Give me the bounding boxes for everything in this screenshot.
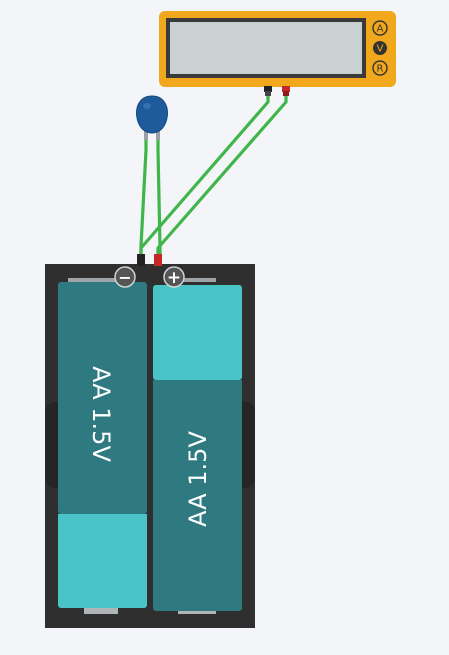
mode-volts-button[interactable]: V	[373, 41, 387, 55]
holder-negative-pin[interactable]	[137, 254, 145, 266]
wires	[139, 96, 288, 256]
ceramic-capacitor[interactable]	[136, 95, 168, 140]
multimeter[interactable]: A V R	[159, 11, 396, 96]
svg-text:A: A	[377, 24, 384, 35]
wire-meter-red[interactable]	[156, 96, 288, 256]
battery-holder[interactable]: AA 1.5V AA 1.5V − +	[45, 254, 255, 628]
svg-text:V: V	[377, 44, 384, 55]
wire-capacitor-left[interactable]	[139, 138, 148, 256]
negative-terminal-symbol: −	[114, 266, 136, 288]
battery-left-label: AA 1.5V	[87, 366, 115, 462]
svg-text:+: +	[167, 268, 181, 288]
mode-ohms-button[interactable]: R	[372, 60, 388, 76]
holder-positive-pin[interactable]	[154, 254, 162, 266]
svg-text:R: R	[377, 64, 384, 75]
mode-amps-button[interactable]: A	[372, 20, 388, 36]
battery-cell-left[interactable]: AA 1.5V	[58, 282, 147, 608]
multimeter-red-terminal[interactable]	[282, 86, 290, 96]
svg-text:−: −	[118, 268, 131, 287]
battery-cell-right[interactable]: AA 1.5V	[153, 285, 242, 611]
wire-capacitor-right[interactable]	[156, 138, 162, 256]
multimeter-black-terminal[interactable]	[264, 86, 272, 96]
positive-terminal-symbol: +	[163, 266, 185, 288]
battery-right-label: AA 1.5V	[184, 431, 212, 527]
